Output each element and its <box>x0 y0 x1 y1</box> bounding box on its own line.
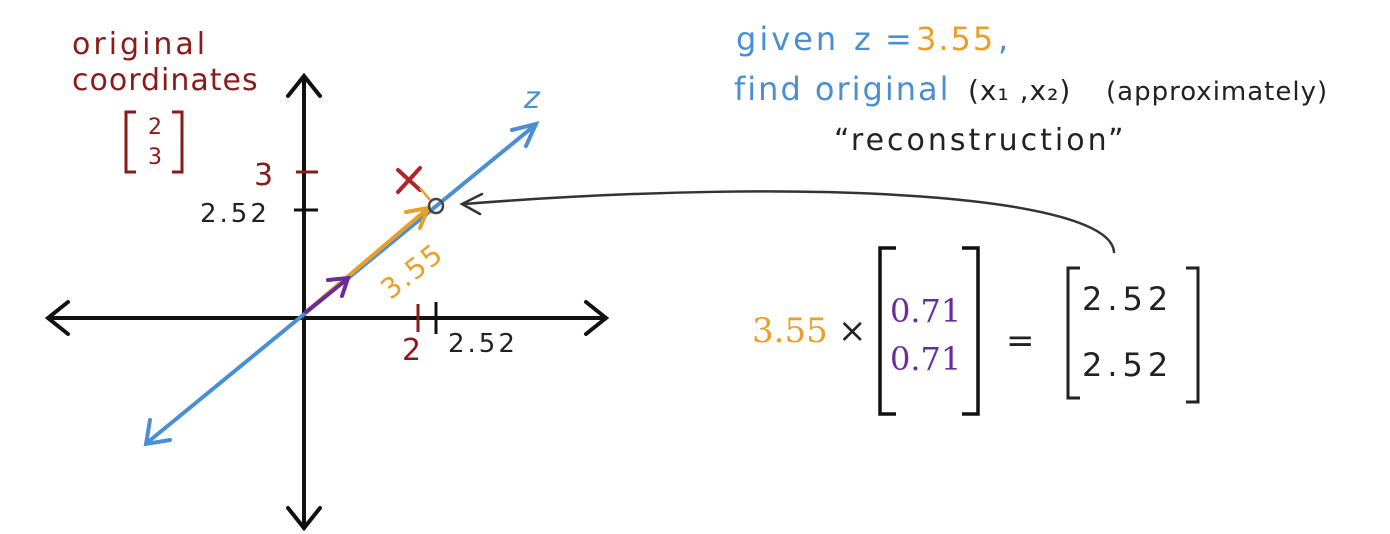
result-matrix-right-bracket <box>1186 266 1200 404</box>
unit-matrix-left-bracket <box>878 246 896 416</box>
prompt-approximately: (approximately) <box>1106 77 1328 107</box>
y-tick-3-label: 3 <box>254 158 273 193</box>
equation-times: × <box>838 311 867 351</box>
prompt-z-equals: z = <box>854 20 914 58</box>
pointer-arrow <box>459 190 1116 254</box>
prompt-coords: (x₁ ,x₂) <box>968 74 1071 107</box>
original-vector <box>124 110 184 174</box>
equation-equals: = <box>1006 321 1035 361</box>
unit-vector <box>304 275 351 314</box>
unit-vector-component-1: 0.71 <box>890 292 961 330</box>
pointer-arrow-curve <box>462 190 1116 254</box>
original-vector-right-bracket <box>172 110 184 174</box>
unit-vector-matrix <box>878 246 980 416</box>
prompt-given: given <box>736 20 839 58</box>
pointer-arrow-head <box>459 192 484 216</box>
equation-scalar: 3.55 <box>752 311 828 351</box>
x-tick-2-label: 2 <box>402 333 421 368</box>
result-component-1: 2.52 <box>1082 280 1173 318</box>
z-axis-top-arrowhead <box>510 121 540 148</box>
y-axis-bottom-arrowhead <box>286 506 322 532</box>
original-point-marker <box>396 166 422 194</box>
prompt-find-original: find original <box>734 70 951 108</box>
result-matrix <box>1066 266 1200 404</box>
projection-dashed-line <box>419 187 431 201</box>
prompt-comma: , <box>998 20 1008 58</box>
original-vector-bottom: 3 <box>148 145 162 170</box>
z-axis-label: z <box>523 81 541 116</box>
axes <box>44 72 610 532</box>
x-tick-252-label: 2.52 <box>448 329 518 359</box>
result-component-2: 2.52 <box>1082 346 1173 384</box>
original-label-line2: coordinates <box>72 63 259 98</box>
z-axis-bottom-arrowhead <box>143 418 172 447</box>
x-axis-right-arrowhead <box>584 300 610 336</box>
result-matrix-left-bracket <box>1066 266 1080 400</box>
y-axis-top-arrowhead <box>286 72 322 98</box>
original-label-line1: original <box>72 27 208 62</box>
unit-vector-line <box>304 278 348 314</box>
original-vector-left-bracket <box>124 110 136 174</box>
prompt-z-value: 3.55 <box>916 20 995 58</box>
unit-vector-component-2: 0.71 <box>890 340 961 378</box>
prompt-reconstruction: “reconstruction” <box>834 123 1127 158</box>
original-vector-top: 2 <box>148 115 162 140</box>
x-axis-left-arrowhead <box>44 300 70 336</box>
reconstructed-point-circle <box>427 197 445 215</box>
unit-vector-arrowhead <box>326 275 351 298</box>
y-tick-252-label: 2.52 <box>200 199 270 229</box>
unit-matrix-right-bracket <box>962 246 980 416</box>
